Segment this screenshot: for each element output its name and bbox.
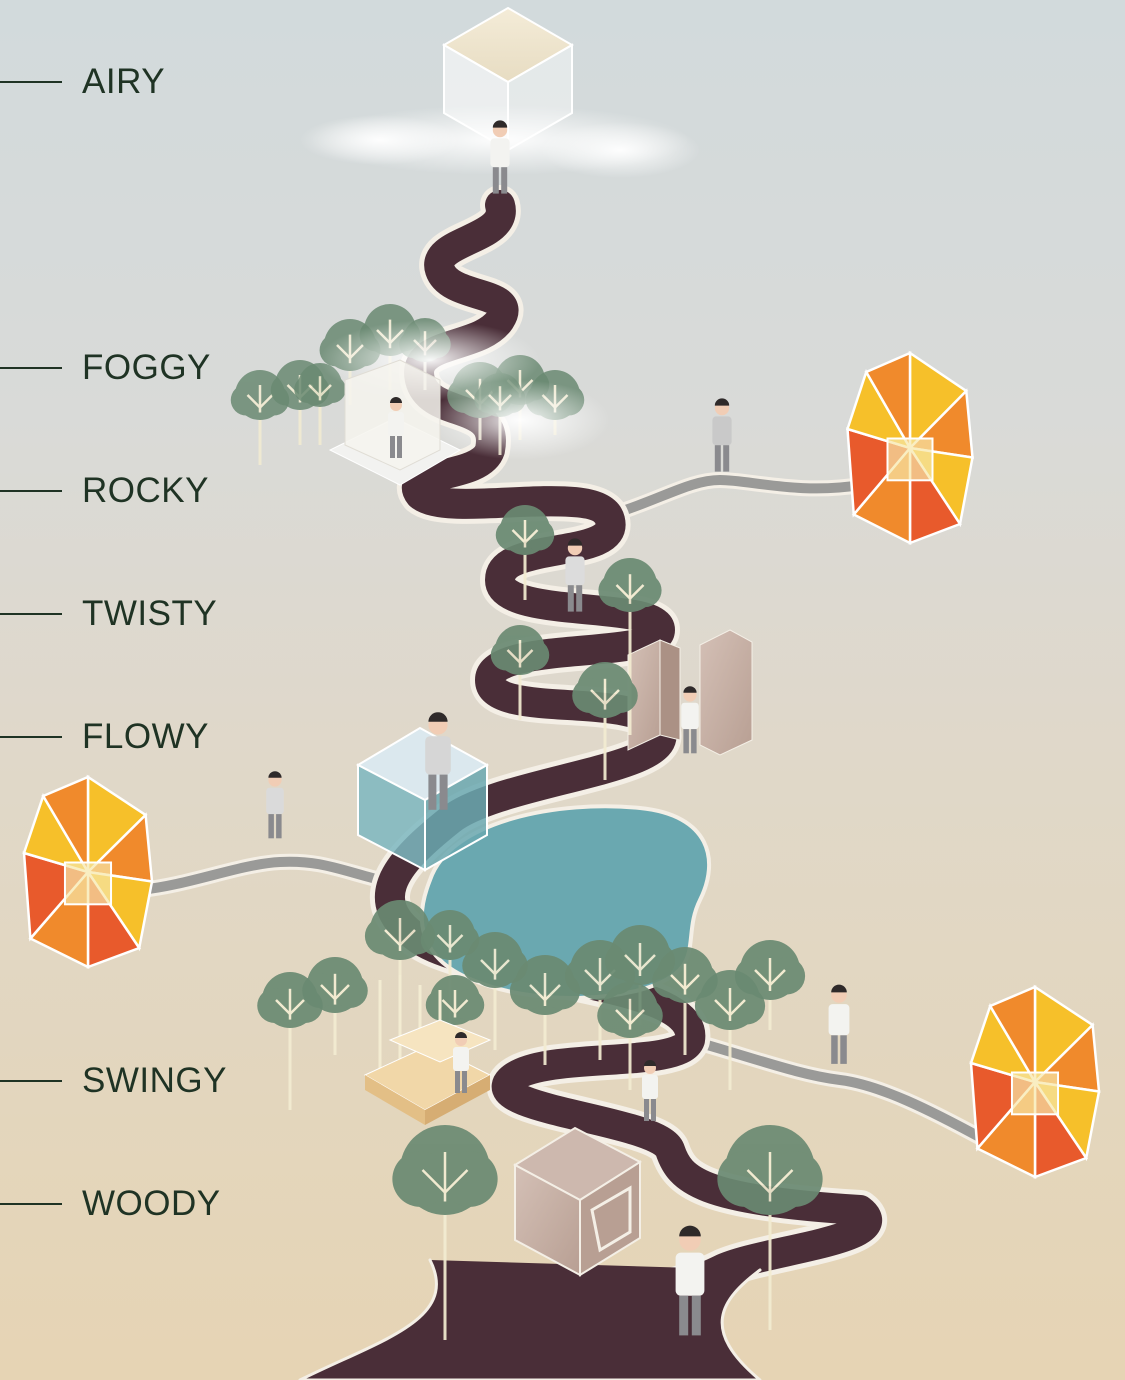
- tree: [495, 505, 555, 600]
- people: [266, 120, 850, 1336]
- level-line: [0, 613, 62, 615]
- level-label-flowy: FLOWY: [0, 717, 209, 757]
- level-label-woody: WOODY: [0, 1184, 221, 1224]
- level-line: [0, 490, 62, 492]
- mid-trees: [490, 505, 662, 780]
- person: [388, 397, 404, 458]
- pond-trees: [257, 900, 806, 1110]
- level-text: FOGGY: [82, 348, 211, 387]
- level-text: AIRY: [82, 62, 166, 101]
- tree: [734, 940, 806, 1030]
- person: [681, 686, 699, 754]
- side-paths: [132, 471, 993, 1148]
- level-line: [0, 367, 62, 369]
- person: [565, 538, 585, 612]
- foggy-area: [230, 304, 610, 486]
- tree: [598, 558, 662, 735]
- level-line: [0, 736, 62, 738]
- level-label-rocky: ROCKY: [0, 471, 209, 511]
- level-line: [0, 1080, 62, 1082]
- person: [490, 120, 510, 194]
- tree: [490, 625, 550, 720]
- gem-pod: [22, 774, 154, 970]
- person: [642, 1060, 658, 1121]
- level-label-swingy: SWINGY: [0, 1061, 227, 1101]
- tree: [392, 1125, 498, 1340]
- woody-trees: [392, 1125, 823, 1340]
- person: [675, 1225, 705, 1336]
- airy-glass-cube: [442, 6, 574, 152]
- tree: [364, 900, 436, 1020]
- level-text: TWISTY: [82, 594, 218, 633]
- level-text: ROCKY: [82, 471, 209, 510]
- gem-pods: [22, 350, 1101, 1180]
- person: [828, 984, 850, 1064]
- tree: [462, 932, 528, 1050]
- level-label-twisty: TWISTY: [0, 594, 217, 634]
- tree: [294, 363, 346, 445]
- person: [712, 398, 732, 472]
- person: [453, 1032, 469, 1093]
- woody-box: [512, 1126, 642, 1277]
- tree: [597, 982, 663, 1090]
- level-text: SWINGY: [82, 1061, 227, 1100]
- water-cube: [355, 726, 490, 872]
- wood-panels: [627, 629, 753, 756]
- tree: [717, 1125, 823, 1330]
- level-text: FLOWY: [82, 717, 209, 756]
- level-line: [0, 1203, 62, 1205]
- tree: [572, 662, 638, 780]
- tree: [230, 370, 290, 465]
- tree: [302, 957, 368, 1055]
- level-label-airy: AIRY: [0, 62, 165, 102]
- level-text: WOODY: [82, 1184, 221, 1223]
- gem-pod: [969, 984, 1101, 1180]
- tree: [509, 955, 581, 1065]
- person: [266, 771, 284, 839]
- tree: [257, 972, 323, 1110]
- level-line: [0, 81, 62, 83]
- level-label-foggy: FOGGY: [0, 348, 211, 388]
- gem-pod: [845, 350, 974, 546]
- person: [425, 712, 451, 810]
